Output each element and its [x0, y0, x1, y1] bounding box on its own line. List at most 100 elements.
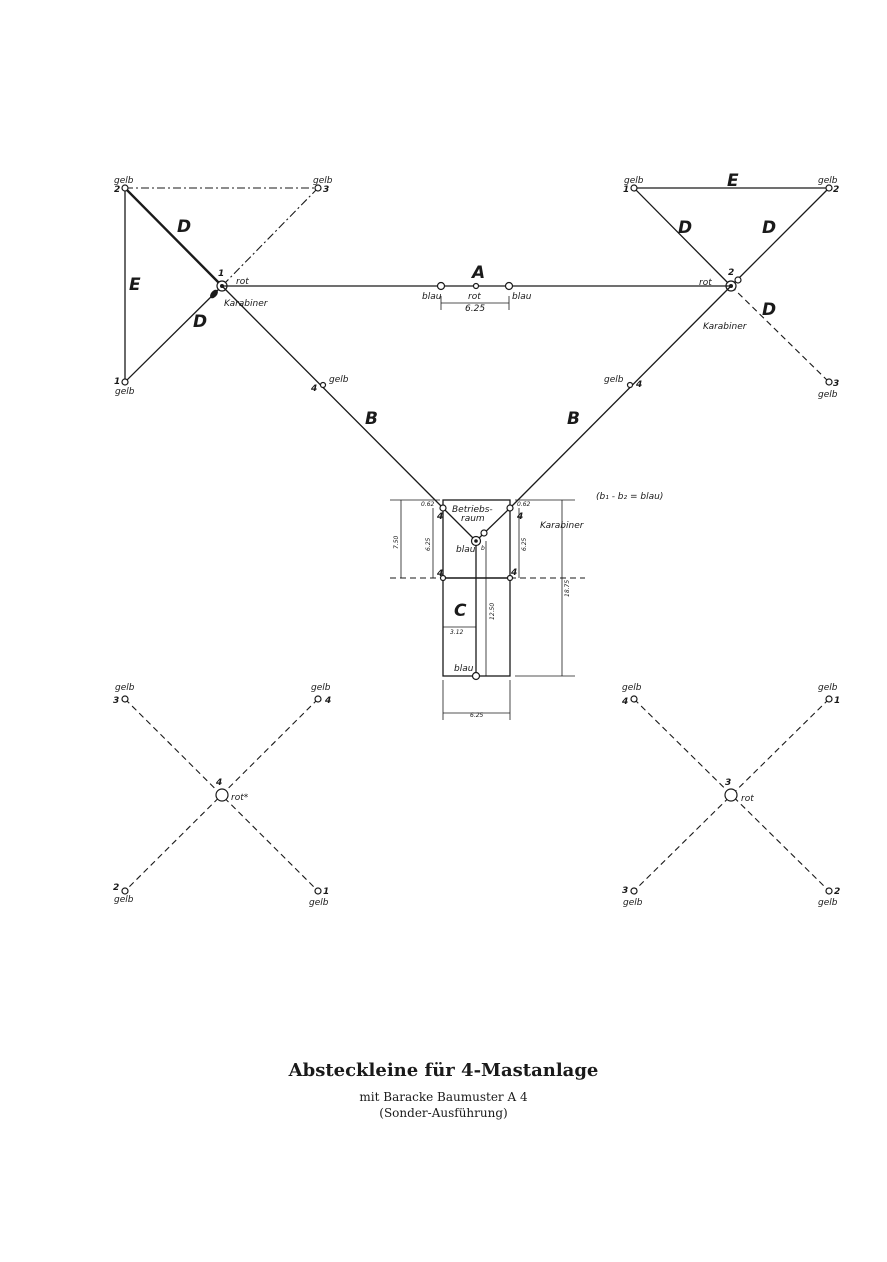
point-number: 2 [114, 185, 120, 195]
stake-point [121, 695, 129, 703]
barrack-inner-line [442, 507, 477, 542]
label-gelb: gelb [604, 375, 624, 385]
line-letter-b: B [567, 409, 580, 429]
point-number: 4 [436, 512, 443, 522]
point-number: 4 [215, 778, 222, 788]
guy-line-dashed [633, 698, 830, 892]
label-rot: rot [468, 292, 481, 302]
label-gelb: gelb [309, 898, 329, 908]
stake-point [630, 184, 638, 192]
stake-point [825, 887, 833, 895]
dimension-label: 0.62 [421, 501, 435, 508]
diagram-subtitle: mit Baracke Baumuster A 4 [359, 1090, 528, 1104]
diagram-title: Absteckleine für 4-Mastanlage [288, 1060, 599, 1081]
label-rot: rot* [231, 793, 249, 803]
point-number: 4 [516, 512, 523, 522]
stake-point [630, 887, 638, 895]
stake-point [314, 184, 322, 192]
point-number: 1 [218, 269, 224, 279]
label-karabiner: Karabiner [224, 299, 269, 309]
point-number: 4 [510, 568, 517, 578]
dimension-label: 6.25 [465, 304, 485, 314]
line-letter-a: A [470, 263, 485, 283]
label-gelb: gelb [818, 683, 838, 693]
point-number: 1 [623, 185, 629, 195]
karabiner-icon [480, 529, 488, 537]
guy-line-dashed [124, 698, 319, 892]
label-rot: rot [741, 794, 754, 804]
point-number: 2 [834, 887, 840, 897]
point-number: 4 [621, 697, 628, 707]
line-letter-d: D [177, 217, 191, 237]
point-number: 3 [725, 778, 731, 788]
label-gelb: gelb [818, 898, 838, 908]
label-gelb: gelb [311, 683, 331, 693]
line-a-group: A blau rot blau 6.25 [222, 263, 731, 314]
guy-line-d-upper-right-a [633, 187, 732, 287]
label-gelb: gelb [329, 375, 349, 385]
line-letter-e: E [727, 171, 739, 191]
dimension-label: 7.50 [393, 535, 400, 549]
line-letter-d: D [762, 218, 776, 238]
anchor-dot [474, 539, 478, 543]
point-number: 1 [323, 887, 329, 897]
dimension-label: 0.62 [517, 501, 531, 508]
label-blau: blau [512, 292, 532, 302]
stake-point [626, 381, 634, 389]
label-gelb: gelb [624, 176, 644, 186]
barrack-group: Betriebs- raum blau b blau Karabiner (b₁… [390, 492, 663, 720]
point-number: 3 [622, 886, 628, 896]
label-gelb: gelb [313, 176, 333, 186]
stake-point [314, 695, 322, 703]
stake-point [471, 671, 481, 681]
label-blau-note: (b₁ - b₂ = blau) [596, 492, 663, 502]
point-number: 2 [833, 185, 839, 195]
diagram-note: (Sonder-Ausführung) [379, 1106, 508, 1120]
label-b: b [481, 545, 485, 552]
guy-line-d-lower-left [124, 285, 223, 383]
stake-point [121, 184, 129, 192]
dimension-label: 18.75 [564, 580, 571, 597]
line-b-left [221, 285, 444, 509]
karabiner-icon [734, 276, 742, 284]
label-rot: rot [236, 277, 249, 287]
lines-b-group: 4 gelb gelb 4 B B [221, 285, 732, 509]
guy-line-dashed [633, 698, 830, 892]
label-betriebsraum: Betriebs- [452, 505, 493, 515]
mast-anchor-4 [215, 788, 229, 802]
label-gelb: gelb [115, 387, 135, 397]
stake-point [825, 184, 833, 192]
mast-2-group: gelb 1 gelb 2 3 gelb 2 rot Karabiner E D… [623, 171, 839, 400]
label-betriebsraum: raum [461, 514, 485, 524]
karabiner-icon [210, 289, 218, 299]
stake-point [825, 695, 833, 703]
stake-point [504, 281, 514, 291]
mast-anchor-3 [724, 788, 738, 802]
mast-1-group: gelb 2 gelb 3 1 gelb 1 rot Karabiner D E… [114, 176, 333, 397]
label-karabiner: Karabiner [703, 322, 748, 332]
dimension-label: 12.50 [489, 603, 496, 620]
label-gelb: gelb [818, 176, 838, 186]
point-number: 2 [113, 883, 119, 893]
stake-point [314, 887, 322, 895]
line-letter-b: B [365, 409, 378, 429]
guy-line-dashdot-diag-left [221, 187, 319, 287]
stake-point [439, 504, 447, 512]
guy-line-d-upper-left [124, 187, 223, 287]
stake-point [439, 574, 447, 582]
line-letter-e: E [129, 275, 141, 295]
stake-point [472, 282, 480, 290]
point-number: 4 [635, 380, 642, 390]
label-blau: blau [454, 664, 474, 674]
point-number: 3 [323, 185, 329, 195]
point-number: 4 [324, 696, 331, 706]
stake-point [506, 504, 514, 512]
label-blau: blau [422, 292, 442, 302]
line-letter-d: D [678, 218, 692, 238]
stake-point [630, 695, 638, 703]
label-gelb: gelb [115, 683, 135, 693]
label-gelb: gelb [622, 683, 642, 693]
point-number: 3 [833, 379, 839, 389]
